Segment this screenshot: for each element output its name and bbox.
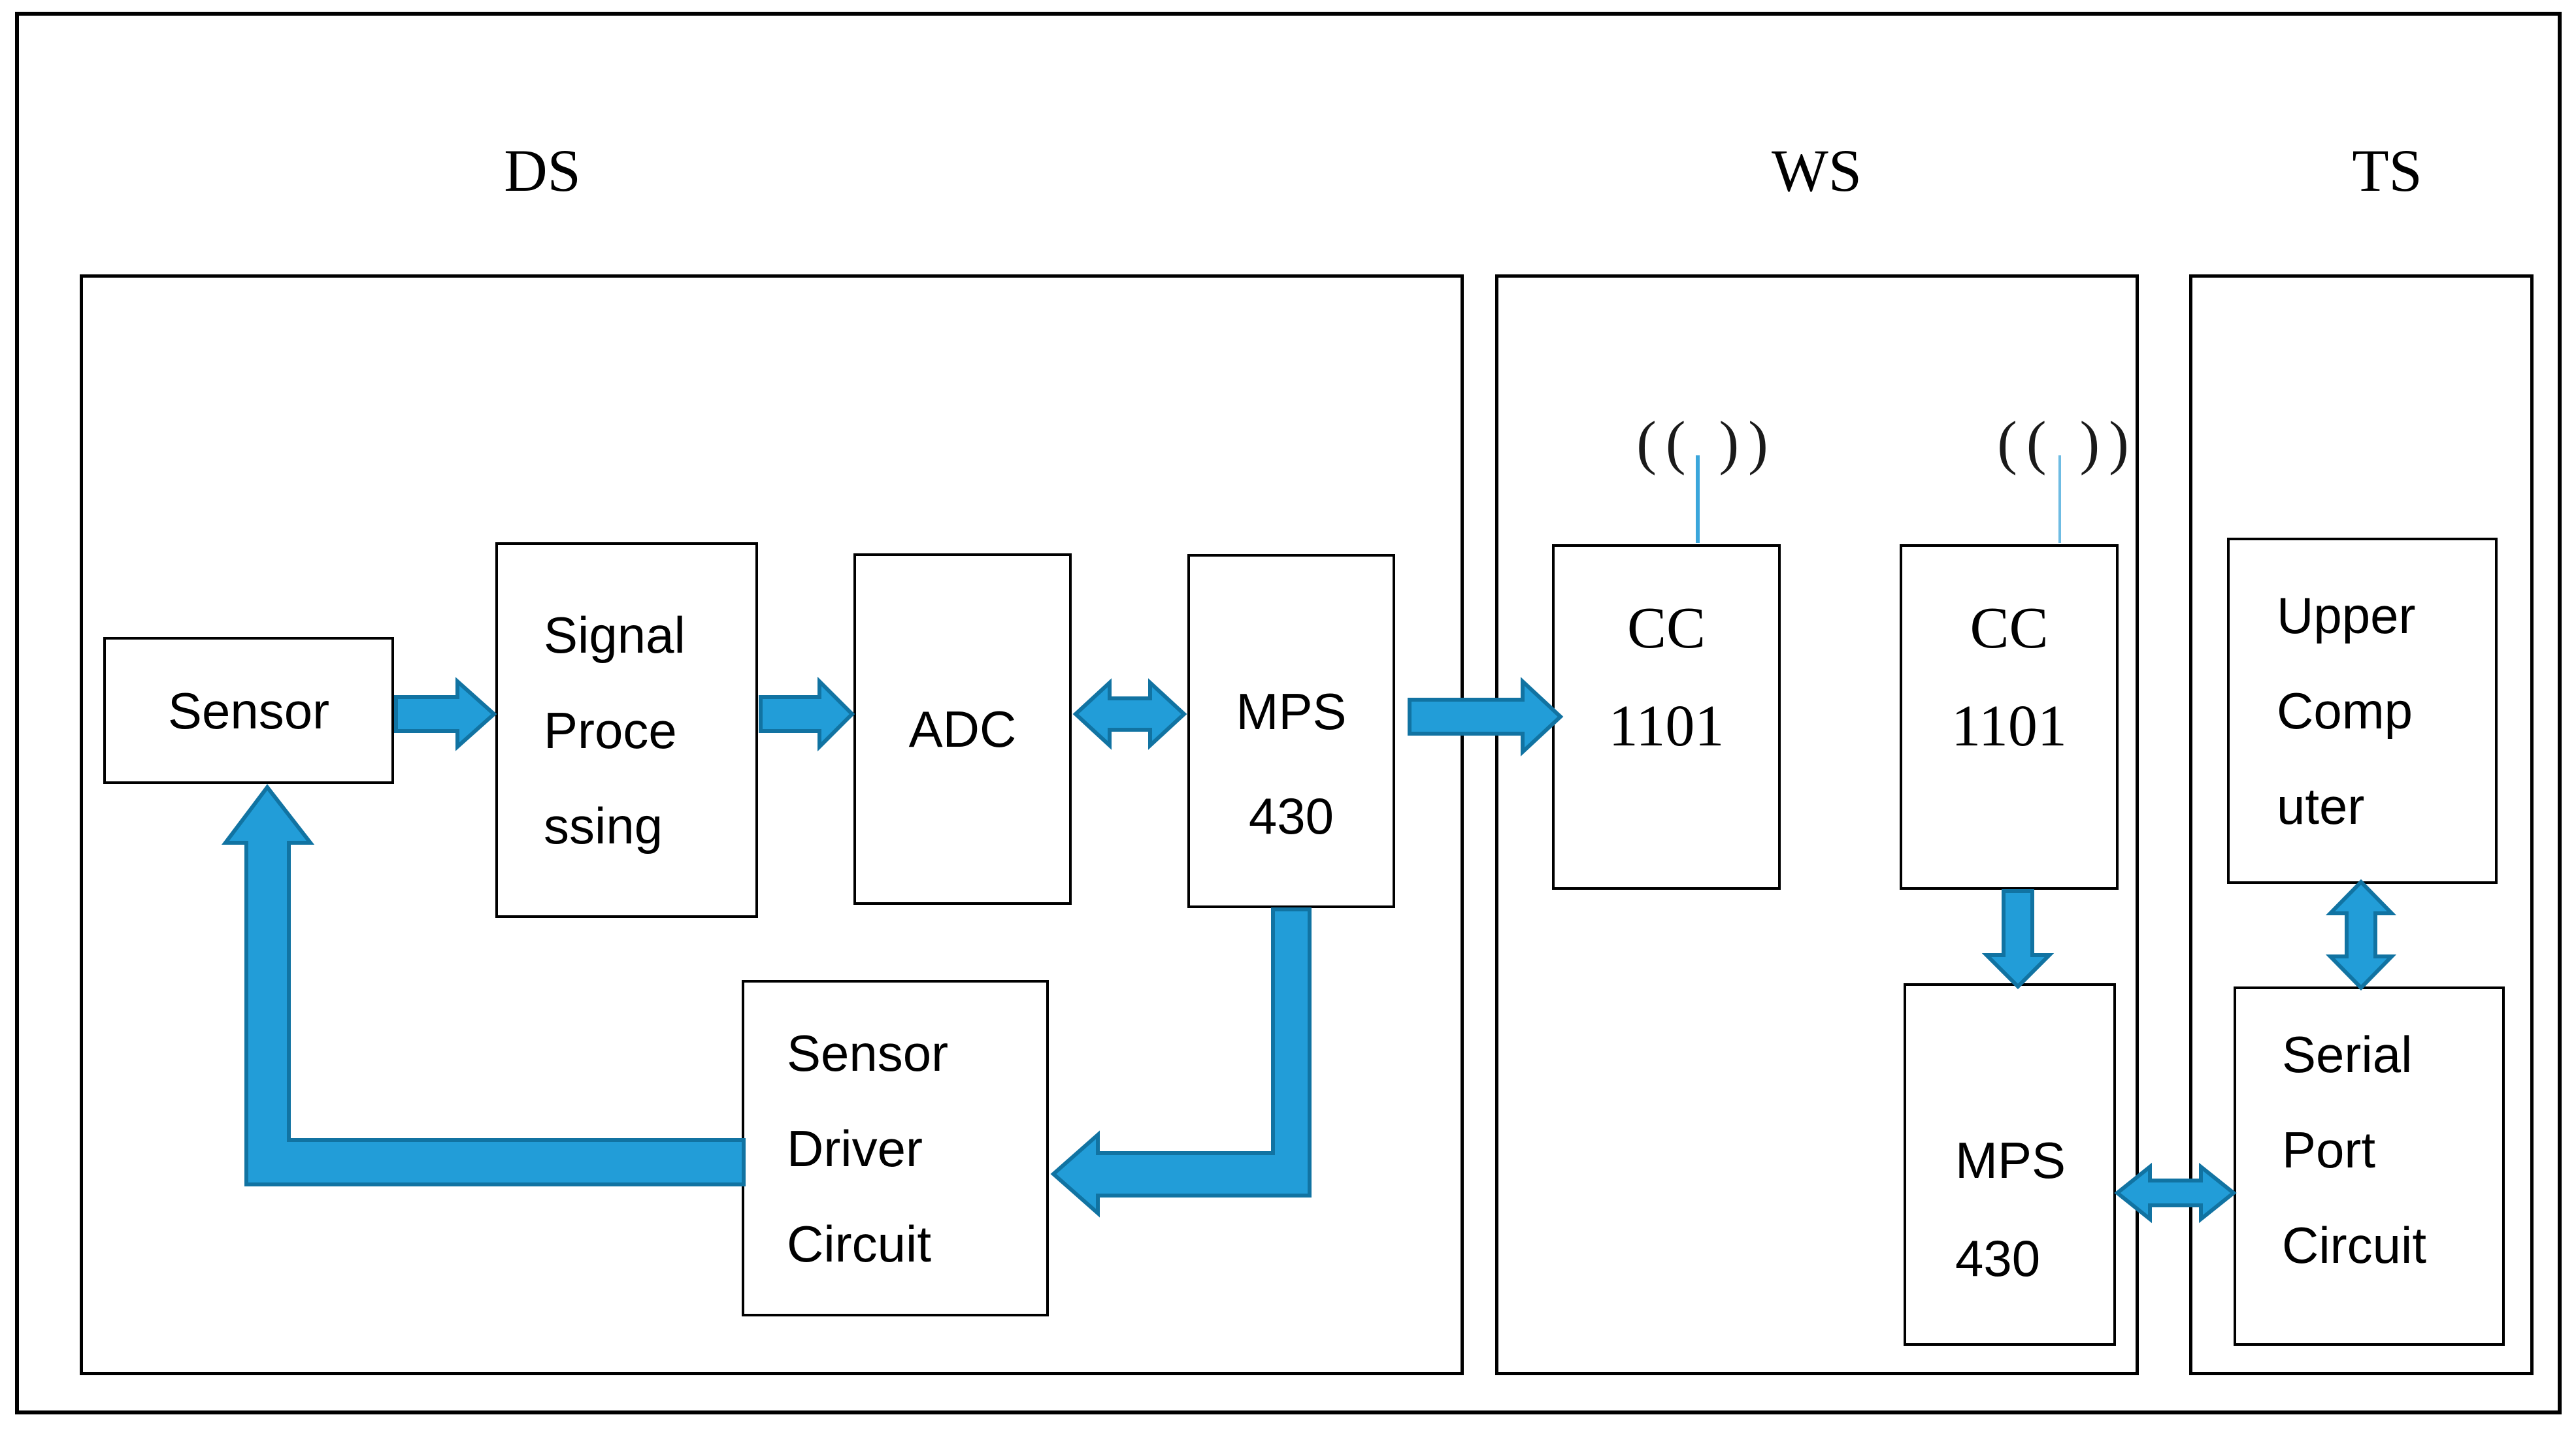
section-label-ds: DS (504, 137, 581, 204)
block-serial-port-circuit: Serial Port Circuit (2234, 986, 2505, 1346)
block-mps430-ws: MPS 430 (1904, 983, 2116, 1346)
block-upper-computer-line: uter (2277, 777, 2365, 835)
block-sensor-label: Sensor (167, 681, 330, 740)
section-label-ws: WS (1772, 137, 1862, 204)
block-adc-label: ADC (908, 700, 1017, 758)
block-cc1101-right-line: 1101 (1951, 694, 2067, 758)
block-mps430-ws-line: 430 (1955, 1230, 2041, 1287)
block-signal-processing-line: ssing (544, 796, 663, 855)
block-upper-computer-line: Upper (2277, 587, 2416, 644)
antenna-icon: (( )) (1636, 409, 1777, 476)
block-cc1101-right: CC 1101 (1900, 544, 2119, 890)
block-sensor-driver-circuit: Sensor Driver Circuit (742, 980, 1049, 1316)
block-sensor-driver-circuit-line: Driver (787, 1119, 923, 1177)
block-adc: ADC (853, 553, 1072, 905)
block-cc1101-left-line: CC (1627, 596, 1706, 660)
block-serial-port-circuit-line: Circuit (2282, 1216, 2427, 1274)
block-sensor-driver-circuit-line: Sensor (787, 1024, 949, 1082)
antenna-icon: (( )) (1997, 409, 2138, 476)
block-sensor-driver-circuit-line: Circuit (787, 1214, 932, 1273)
block-signal-processing-line: Signal (544, 606, 685, 664)
block-signal-processing-line: Proce (544, 701, 677, 759)
block-cc1101-right-line: CC (1970, 596, 2049, 660)
block-mps430-ws-line: MPS (1955, 1132, 2066, 1189)
block-cc1101-left-line: 1101 (1608, 694, 1725, 758)
block-mps430-ds: MPS 430 (1187, 554, 1395, 908)
section-label-ts: TS (2352, 137, 2422, 204)
block-mps430-ds-line: 430 (1248, 787, 1334, 845)
block-mps430-ds-line: MPS (1236, 683, 1347, 740)
block-upper-computer-line: Comp (2277, 682, 2413, 740)
block-serial-port-circuit-line: Port (2282, 1121, 2376, 1179)
block-serial-port-circuit-line: Serial (2282, 1026, 2413, 1083)
block-upper-computer: Upper Comp uter (2227, 538, 2498, 884)
block-cc1101-left: CC 1101 (1552, 544, 1781, 890)
block-sensor: Sensor (103, 637, 394, 784)
block-signal-processing: Signal Proce ssing (495, 542, 758, 918)
